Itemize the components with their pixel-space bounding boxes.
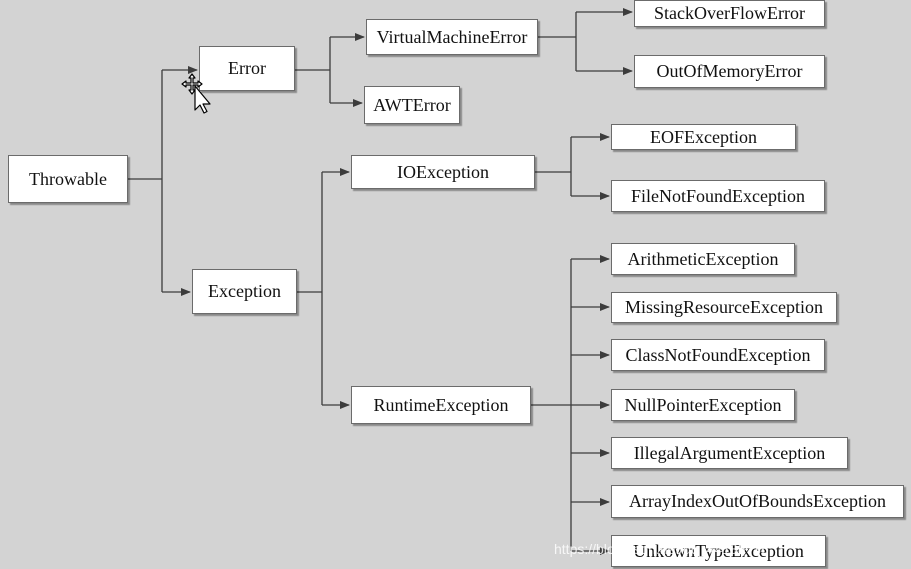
node-stack-overflow-error: StackOverFlowError [634,0,825,27]
connector-io-trunk [535,137,572,196]
connector-throwable-trunk [128,70,163,292]
node-out-of-memory-error: OutOfMemoryError [634,55,825,88]
node-null-pointer-exception: NullPointerException [611,389,795,421]
node-illegal-argument-exception: IllegalArgumentException [611,437,848,469]
node-error: Error [199,46,295,91]
connector-exception-trunk [297,172,323,405]
node-eof-exception: EOFException [611,124,796,150]
node-runtime-exception: RuntimeException [351,386,531,424]
connector-vme-trunk [538,12,577,71]
node-array-index-out-of-bounds-exception: ArrayIndexOutOfBoundsException [611,485,904,518]
node-file-not-found-exception: FileNotFoundException [611,180,825,212]
connector-runtime-trunk [531,259,572,551]
node-arithmetic-exception: ArithmeticException [611,243,795,275]
move-cursor-icon [181,73,211,114]
node-io-exception: IOException [351,155,535,189]
node-throwable: Throwable [8,155,128,203]
connector-error-trunk [295,37,331,103]
node-exception: Exception [192,269,297,314]
node-class-not-found-exception: ClassNotFoundException [611,339,825,371]
node-awt-error: AWTError [364,86,460,124]
watermark: https://blog.csdn.net/qq_44185736 [554,541,769,557]
node-unknown-type-exception: UnkownTypeException [611,535,826,567]
node-missing-resource-exception: MissingResourceException [611,292,837,323]
node-virtual-machine-error: VirtualMachineError [366,19,538,55]
